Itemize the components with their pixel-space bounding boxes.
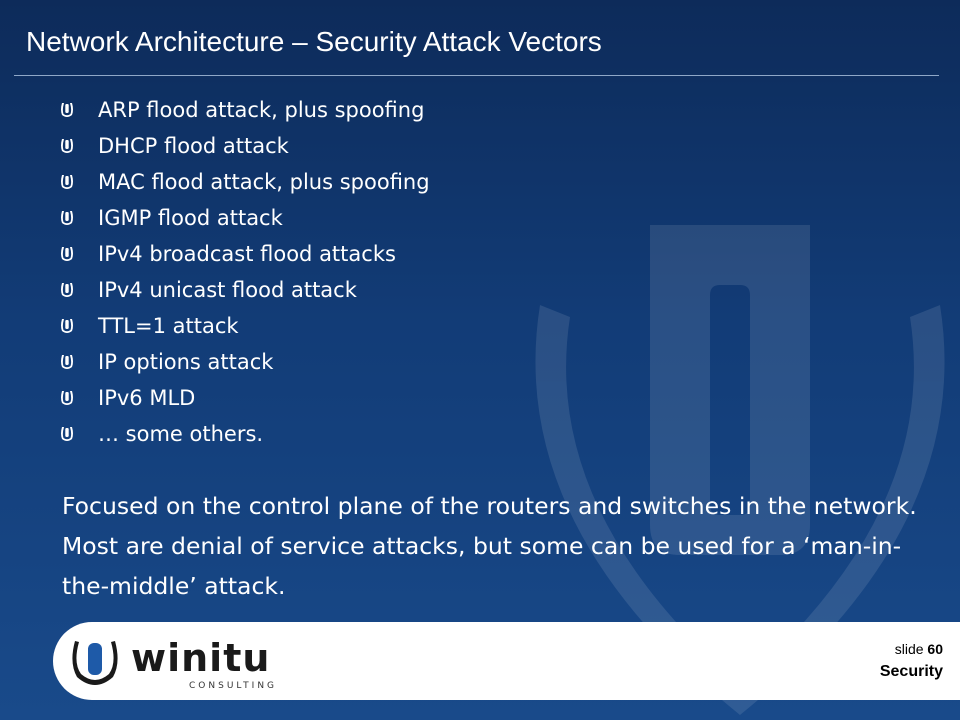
list-item: … some others. [60, 416, 430, 452]
u-logo-bullet-icon [61, 391, 73, 405]
list-item: ARP flood attack, plus spoofing [60, 92, 430, 128]
bullet-list: ARP flood attack, plus spoofing DHCP flo… [60, 92, 430, 452]
u-logo-bullet-icon [61, 175, 73, 189]
bullet-text: IP options attack [98, 350, 274, 374]
u-logo-bullet-icon [61, 247, 73, 261]
footer-bar: winitu CONSULTING slide 60 Security [53, 622, 960, 700]
u-logo-bullet-icon [61, 139, 73, 153]
bullet-text: IPv4 unicast flood attack [98, 278, 357, 302]
u-logo-mark-icon [72, 641, 118, 685]
list-item: IGMP flood attack [60, 200, 430, 236]
winitu-logo: winitu CONSULTING [72, 636, 277, 691]
bullet-text: IPv4 broadcast flood attacks [98, 242, 396, 266]
slide-number: 60 [927, 641, 943, 657]
summary-paragraph: Focused on the control plane of the rout… [62, 492, 917, 600]
bullet-text: MAC flood attack, plus spoofing [98, 170, 430, 194]
bullet-text: IPv6 MLD [98, 386, 196, 410]
u-logo-bullet-icon [61, 283, 73, 297]
bullet-text: DHCP flood attack [98, 134, 289, 158]
u-logo-bullet-icon [61, 427, 73, 441]
u-logo-bullet-icon [61, 319, 73, 333]
bullet-text: ARP flood attack, plus spoofing [98, 98, 425, 122]
list-item: IPv4 broadcast flood attacks [60, 236, 430, 272]
list-item: IP options attack [60, 344, 430, 380]
bullet-text: IGMP flood attack [98, 206, 283, 230]
slide-title: Network Architecture – Security Attack V… [26, 26, 602, 57]
slide-info: slide 60 Security [880, 640, 943, 686]
section-label: Security [879, 663, 943, 680]
u-logo-bullet-icon [61, 211, 73, 225]
bullet-text: TTL=1 attack [98, 314, 239, 338]
list-item: TTL=1 attack [60, 308, 430, 344]
list-item: MAC flood attack, plus spoofing [60, 164, 430, 200]
list-item: IPv4 unicast flood attack [60, 272, 430, 308]
u-logo-bullet-icon [61, 355, 73, 369]
u-logo-bullet-icon [61, 103, 73, 117]
logo-tagline: CONSULTING [189, 681, 277, 691]
list-item: IPv6 MLD [60, 380, 430, 416]
list-item: DHCP flood attack [60, 128, 430, 164]
logo-wordmark: winitu [131, 636, 270, 680]
bullet-text: … some others. [98, 422, 264, 446]
slide-label: slide [894, 641, 924, 657]
title-divider [14, 75, 939, 76]
